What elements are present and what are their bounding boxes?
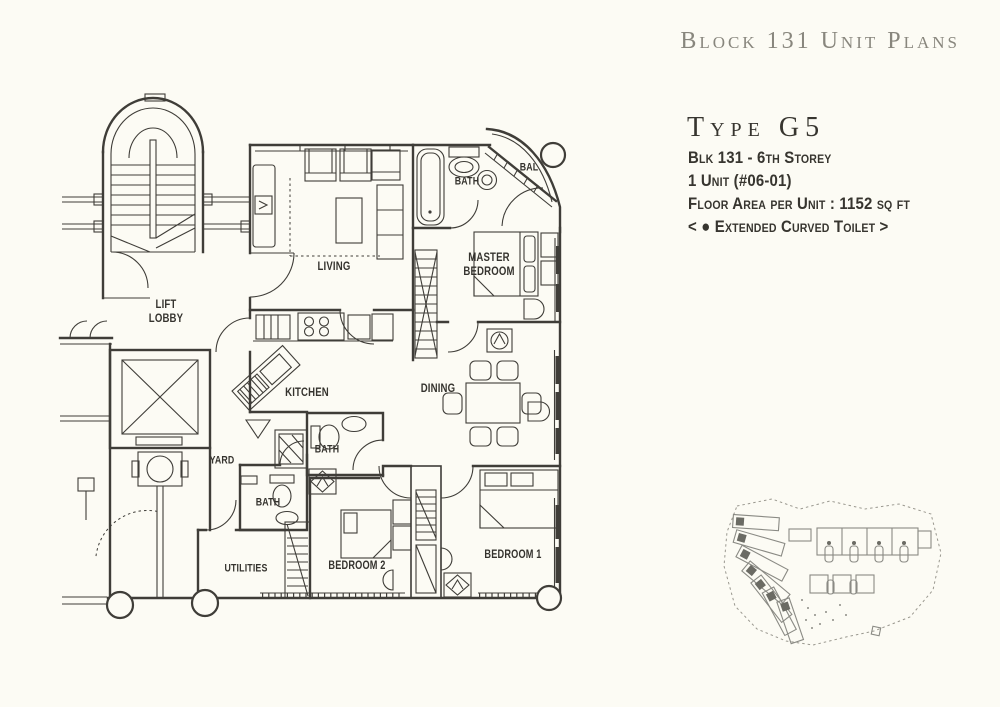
staircase	[101, 93, 205, 300]
unit-type-heading: Type G5	[687, 112, 826, 143]
room-label-living: LIVING	[317, 258, 351, 273]
unit-info-block-storey: Blk 131 - 6th Storey	[688, 148, 832, 167]
unit-info-block: Blk 131 - 6th Storey 1 Unit (#06-01) Flo…	[688, 146, 940, 238]
room-label-balcony: BAL	[519, 161, 539, 174]
keymap-speckles	[801, 599, 847, 629]
site-key-map	[723, 498, 942, 646]
room-label-kitchen: KITCHEN	[285, 384, 329, 399]
room-label-lift-lobby: LIFT LOBBY	[148, 296, 184, 325]
heater-box-2	[443, 572, 472, 598]
heater-box	[308, 468, 337, 495]
shower-stall	[274, 429, 308, 469]
yard-walls	[208, 419, 272, 532]
unit-left-wall	[215, 143, 295, 414]
master-bedroom	[435, 226, 562, 600]
room-label-bath3: BATH	[255, 496, 281, 509]
page-title: Block 131 Unit Plans	[680, 28, 960, 54]
kitchen-sink-counter	[231, 344, 301, 412]
dining-area	[378, 350, 562, 499]
keymap-mid-row	[809, 574, 882, 637]
wardrobe-master	[411, 143, 438, 362]
keymap-fan-blocks	[731, 513, 805, 645]
room-label-master-bedroom: MASTER BEDROOM	[463, 249, 515, 278]
unit-info-floor-area: Floor Area per Unit : 1152 sq ft	[688, 194, 911, 213]
bottom-wall	[105, 584, 563, 620]
living-room	[248, 143, 415, 260]
fan-box	[486, 328, 513, 353]
room-label-utilities: UTILITIES	[224, 562, 268, 575]
bedroom-2	[308, 476, 412, 600]
bath-3	[238, 440, 309, 532]
unit-info-note: < ● Extended Curved Toilet >	[688, 217, 889, 236]
unit-info-unit-count: 1 Unit (#06-01)	[688, 171, 792, 190]
lift-shaft	[108, 348, 212, 450]
room-label-bedroom-1: BEDROOM 1	[484, 549, 542, 562]
bedroom-1	[440, 469, 560, 598]
utilities-room	[196, 499, 311, 600]
balcony	[484, 127, 567, 234]
room-label-bedroom-2: BEDROOM 2	[328, 560, 386, 573]
room-label-dining: DINING	[420, 380, 456, 395]
water-pump	[131, 451, 189, 597]
room-label-bath2: BATH	[314, 443, 340, 456]
room-label-yard: YARD	[209, 454, 235, 467]
wardrobe-column	[410, 465, 442, 599]
room-label-bath1: BATH	[454, 175, 480, 188]
kitchen-walls	[231, 308, 415, 414]
keymap-top-row	[788, 527, 932, 563]
bath-1	[411, 143, 498, 230]
